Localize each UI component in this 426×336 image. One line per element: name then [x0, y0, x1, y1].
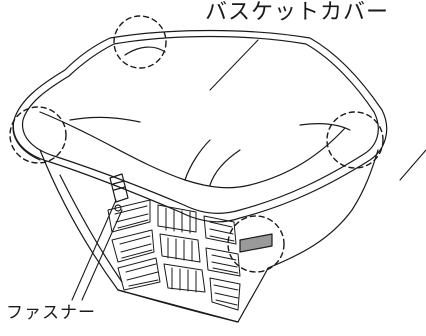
basket-body: [39, 149, 379, 323]
zipper-slider: [109, 173, 129, 212]
callout-circles: [9, 15, 384, 273]
cover-lid: [12, 29, 388, 223]
cover-leader: [209, 39, 259, 91]
woven-pattern: [107, 199, 241, 311]
basket-cover-label: バスケットカバー: [205, 0, 390, 25]
right-leader: [399, 149, 426, 181]
fastener-label: ファスナー: [6, 303, 96, 323]
callout-right: [326, 111, 384, 169]
callout-front: [227, 215, 285, 273]
fastener-leader-b: [81, 209, 123, 301]
callout-top: [113, 15, 167, 69]
callout-left: [9, 106, 67, 164]
side-tab: [239, 233, 273, 253]
fastener-leader-a: [71, 199, 117, 301]
leader-lines: [71, 39, 426, 301]
